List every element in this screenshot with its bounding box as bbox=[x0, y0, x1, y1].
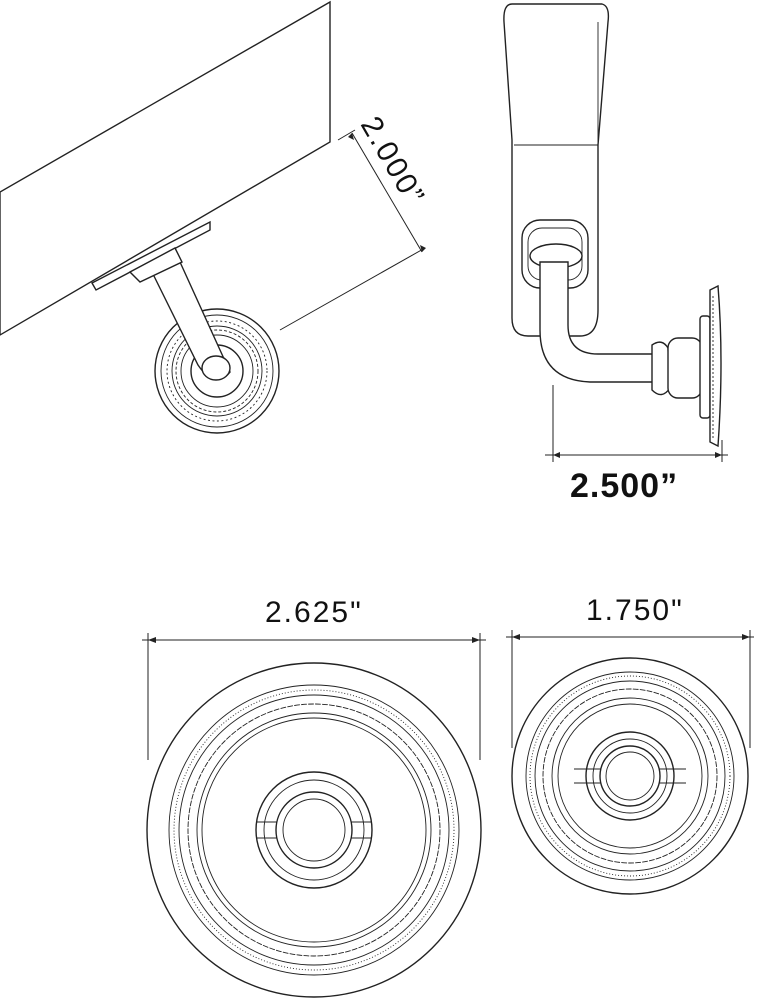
side-elevation-view: 2.500” bbox=[503, 3, 728, 505]
projection-dimension-label: 2.500” bbox=[570, 467, 678, 505]
clearance-dimension-label: 2.000” bbox=[354, 111, 431, 212]
perspective-view: 2.000” bbox=[0, 0, 431, 434]
large-rosette-view: 2.625" bbox=[142, 596, 486, 998]
large-rosette-dimension bbox=[142, 633, 486, 760]
small-rosette-dimension-label: 1.750" bbox=[586, 594, 684, 627]
small-rosette-dimension bbox=[506, 630, 754, 748]
small-rosette bbox=[511, 657, 749, 895]
side-saddle-cup bbox=[521, 219, 589, 289]
perspective-rail bbox=[0, 0, 331, 336]
large-rosette-dimension-label: 2.625" bbox=[265, 596, 363, 629]
clearance-dimension bbox=[279, 129, 426, 331]
perspective-arm bbox=[148, 261, 231, 381]
perspective-saddle bbox=[91, 220, 211, 291]
side-collar-and-rosette bbox=[667, 284, 722, 448]
small-rosette-view: 1.750" bbox=[506, 594, 754, 895]
large-rosette bbox=[146, 662, 482, 998]
projection-dimension bbox=[545, 385, 728, 462]
side-arm bbox=[539, 261, 671, 396]
